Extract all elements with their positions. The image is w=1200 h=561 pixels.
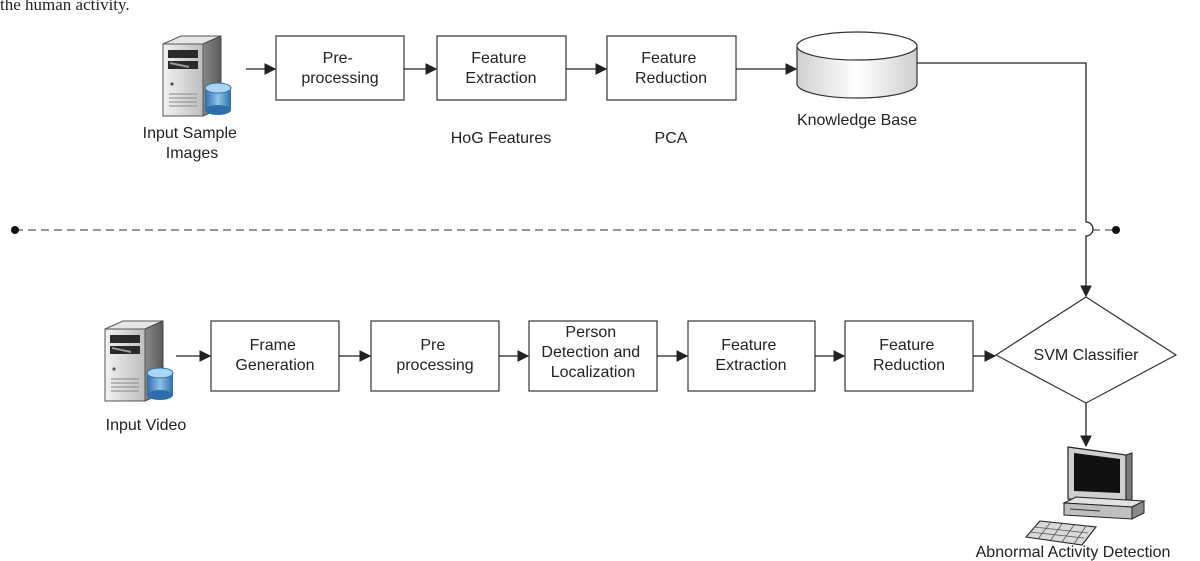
- hog-features-label: HoG Features: [451, 130, 551, 147]
- svg-text:Feature Reduction: Feature Reduction: [635, 50, 707, 87]
- input-sample-images-label: Input Sample Images: [143, 125, 242, 162]
- preprocessing-box: Pre- processing: [275, 35, 405, 101]
- feature-extraction-box: Feature Extraction: [687, 320, 816, 392]
- person-detection-box: Person Detection and Localization: [528, 320, 658, 392]
- arrow-knowledge-base-to-classifier: [917, 62, 1094, 298]
- abnormal-activity-detection-label: Abnormal Activity Detection: [976, 544, 1171, 561]
- server-icon: [104, 320, 174, 402]
- svg-text:Feature Extraction: Feature Extraction: [465, 50, 536, 87]
- preprocessing-box: Pre processing: [370, 320, 500, 392]
- feature-reduction-box: Feature Reduction: [844, 320, 974, 392]
- svg-text:SVM Classifier: SVM Classifier: [1034, 347, 1140, 364]
- pca-label: PCA: [655, 130, 688, 147]
- svg-text:Pre- processing: Pre- processing: [301, 50, 378, 87]
- svg-text:Person Detection and: Person Detection and Localization: [541, 324, 644, 381]
- svg-text:Feature Reduction: Feature Reduction: [873, 337, 945, 374]
- svg-text:Feature Extraction: Feature Extraction: [715, 337, 786, 374]
- feature-reduction-box: Feature Reduction: [606, 35, 737, 101]
- frame-generation-box: Frame Generation: [210, 320, 340, 392]
- knowledge-base-cylinder: [796, 31, 918, 99]
- svm-classifier-diamond: SVM Classifier: [994, 296, 1178, 404]
- server-icon: [162, 35, 232, 117]
- caption-text: the human activity.: [0, 0, 130, 14]
- svg-text:Frame Generation: Frame Generation: [235, 337, 314, 374]
- input-video-label: Input Video: [106, 417, 187, 434]
- svg-text:Pre processing: Pre processing: [396, 337, 473, 374]
- knowledge-base-label: Knowledge Base: [797, 112, 917, 129]
- feature-extraction-box: Feature Extraction: [436, 35, 567, 101]
- phase-separator: [11, 226, 1120, 234]
- computer-icon: [1024, 446, 1146, 546]
